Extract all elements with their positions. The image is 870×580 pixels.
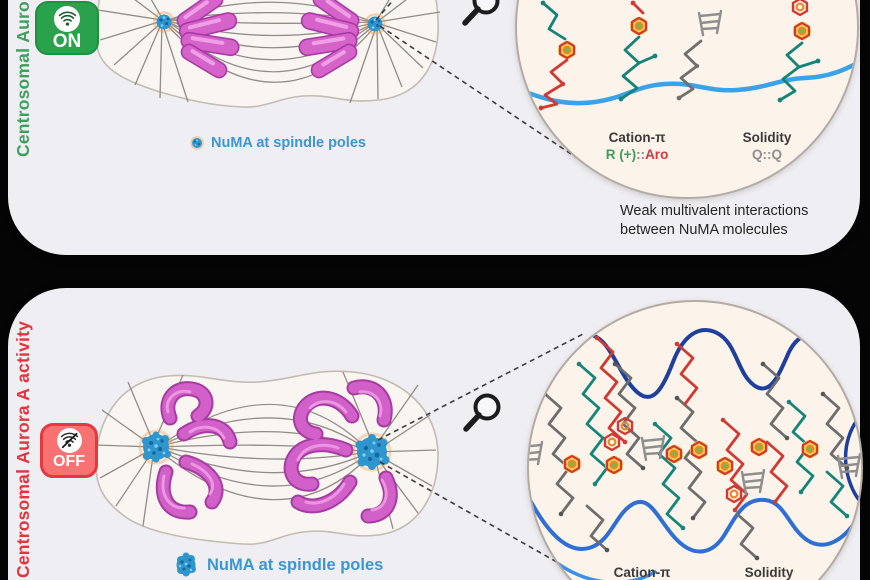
inset-caption: Weak multivalent interactions between Nu… bbox=[620, 202, 845, 240]
aurora-off-badge: OFF bbox=[40, 423, 98, 478]
solidity-label: Solidity Q::Q bbox=[742, 130, 792, 163]
numa-backbone-wave bbox=[529, 496, 861, 554]
side-label-aurora-on: Centrosomal Aurora A activity bbox=[13, 0, 34, 157]
solidity-label: Solidity bbox=[744, 565, 794, 580]
mitotic-cell-bipolar bbox=[95, 0, 441, 108]
numa-legend: NuMA at spindle poles bbox=[190, 135, 366, 151]
side-label-suffix: activity bbox=[13, 320, 33, 388]
chromosomes bbox=[176, 0, 360, 79]
numa-backbone-wave bbox=[843, 418, 861, 502]
numa-chain bbox=[676, 9, 723, 101]
numa-legend: NuMA at spindle poles bbox=[172, 551, 383, 579]
numa-chain bbox=[618, 0, 658, 102]
badge-state-label: OFF bbox=[53, 453, 85, 470]
numa-pole-cluster bbox=[138, 429, 392, 472]
numa-cluster-icon bbox=[190, 136, 204, 150]
side-label-emphasis: Aurora A bbox=[13, 387, 33, 464]
badge-state-label: ON bbox=[52, 31, 82, 52]
legend-text: NuMA at spindle poles bbox=[211, 135, 366, 151]
cation-pi-label: Cation-π bbox=[613, 565, 671, 580]
numa-chain bbox=[538, 0, 576, 111]
legend-text: NuMA at spindle poles bbox=[207, 555, 384, 574]
side-label-aurora-off: Centrosomal Aurora A activity bbox=[13, 306, 34, 578]
side-label-prefix: Centrosomal bbox=[13, 42, 33, 157]
wifi-icon bbox=[54, 6, 80, 32]
wifi-off-icon bbox=[56, 428, 82, 453]
mitotic-cell-aurora-off bbox=[95, 370, 439, 546]
side-label-emphasis: Aurora A bbox=[13, 0, 33, 43]
aurora-on-badge: ON bbox=[35, 1, 99, 55]
caption-line: Weak multivalent interactions bbox=[620, 203, 809, 219]
numa-chain bbox=[777, 0, 821, 103]
side-label-prefix: Centrosomal bbox=[13, 463, 33, 578]
numa-cluster-icon bbox=[176, 552, 196, 577]
caption-line: between NuMA molecules bbox=[620, 222, 788, 238]
cell-membrane bbox=[95, 0, 439, 108]
chain-end-dots bbox=[594, 335, 778, 513]
cation-pi-label: Cation-π R (+)::Aro bbox=[605, 130, 669, 163]
numa-chain bbox=[543, 362, 849, 560]
